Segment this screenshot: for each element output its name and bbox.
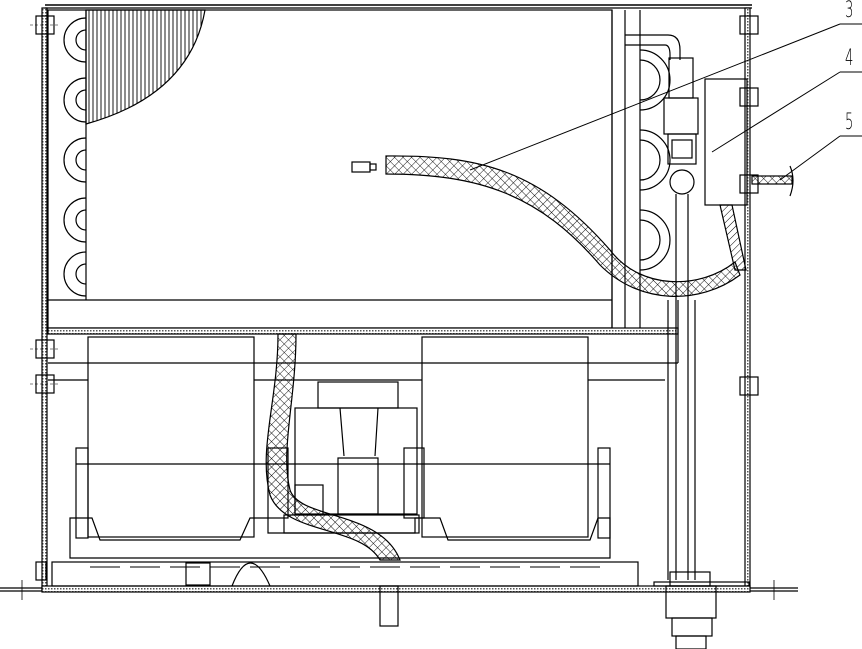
bottom-fitting: [653, 571, 750, 649]
control-box: [704, 78, 748, 206]
coil: [47, 9, 679, 364]
callout-label-4: 4: [845, 46, 854, 71]
valve-assembly: [625, 34, 699, 580]
braided-hose: [265, 155, 741, 561]
callout-label-5: 5: [845, 110, 854, 135]
blower: [48, 336, 665, 627]
bolts-left: [30, 15, 60, 581]
callout-leaders: [469, 23, 862, 181]
cable-gland: [751, 165, 794, 197]
casing: [0, 4, 798, 600]
callout-label-3: 3: [845, 0, 854, 23]
